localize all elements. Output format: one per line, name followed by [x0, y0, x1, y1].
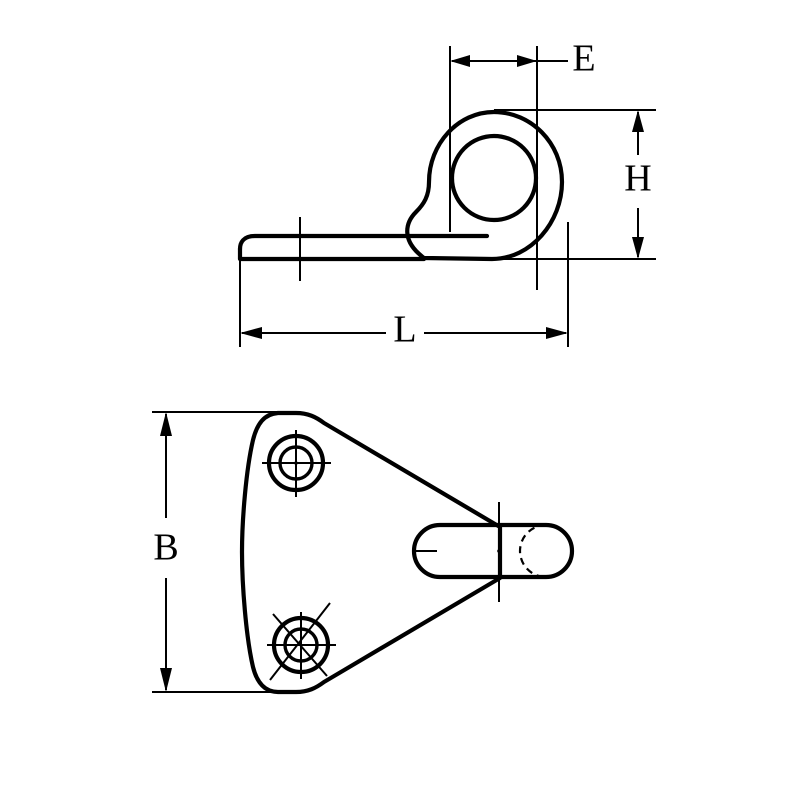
lower-hole-chamfer-line-b [272, 613, 328, 677]
upper-hole-center-dot [294, 461, 298, 465]
upper-bolt-hole [262, 430, 331, 497]
bracket-side-profile [237, 109, 565, 262]
h-top-arrowhead [632, 110, 644, 132]
b-bottom-arrowhead [160, 668, 172, 692]
dimension-label-h: H [624, 158, 651, 200]
dimension-e: E [449, 38, 596, 290]
cylindrical-boss [411, 522, 575, 580]
dimension-l: L [239, 222, 569, 351]
lower-bolt-hole [267, 602, 336, 681]
e-right-arrowhead [517, 55, 537, 67]
mounting-foot-bottom-edge [237, 246, 427, 262]
base-plate-outline [239, 410, 503, 695]
h-bottom-arrowhead [632, 237, 644, 259]
dimension-b: B [152, 411, 290, 693]
l-left-arrowhead [240, 327, 262, 339]
height-reference-lines [494, 109, 656, 260]
dimension-h: H [624, 110, 652, 259]
dimension-label-b: B [153, 527, 178, 569]
plan-view: B [152, 410, 575, 695]
l-right-arrowhead [546, 327, 568, 339]
boss-far-hidden-arc [518, 523, 547, 579]
b-top-arrowhead [160, 412, 172, 436]
side-elevation-view: E H L [237, 38, 656, 351]
lower-hole-chamfer-line-a [269, 602, 331, 681]
boss-near-hidden-arc [412, 523, 441, 579]
boss-center-dot [497, 549, 501, 553]
mounting-foot-top-edge [237, 233, 490, 252]
dimension-label-e: E [572, 38, 595, 80]
eye-bore-circle [449, 133, 539, 223]
boss-centerlines [416, 502, 501, 602]
e-left-arrowhead [450, 55, 470, 67]
boss-outline [411, 522, 575, 580]
eye-ring-outer-profile [405, 109, 565, 262]
dimension-label-l: L [393, 309, 416, 351]
